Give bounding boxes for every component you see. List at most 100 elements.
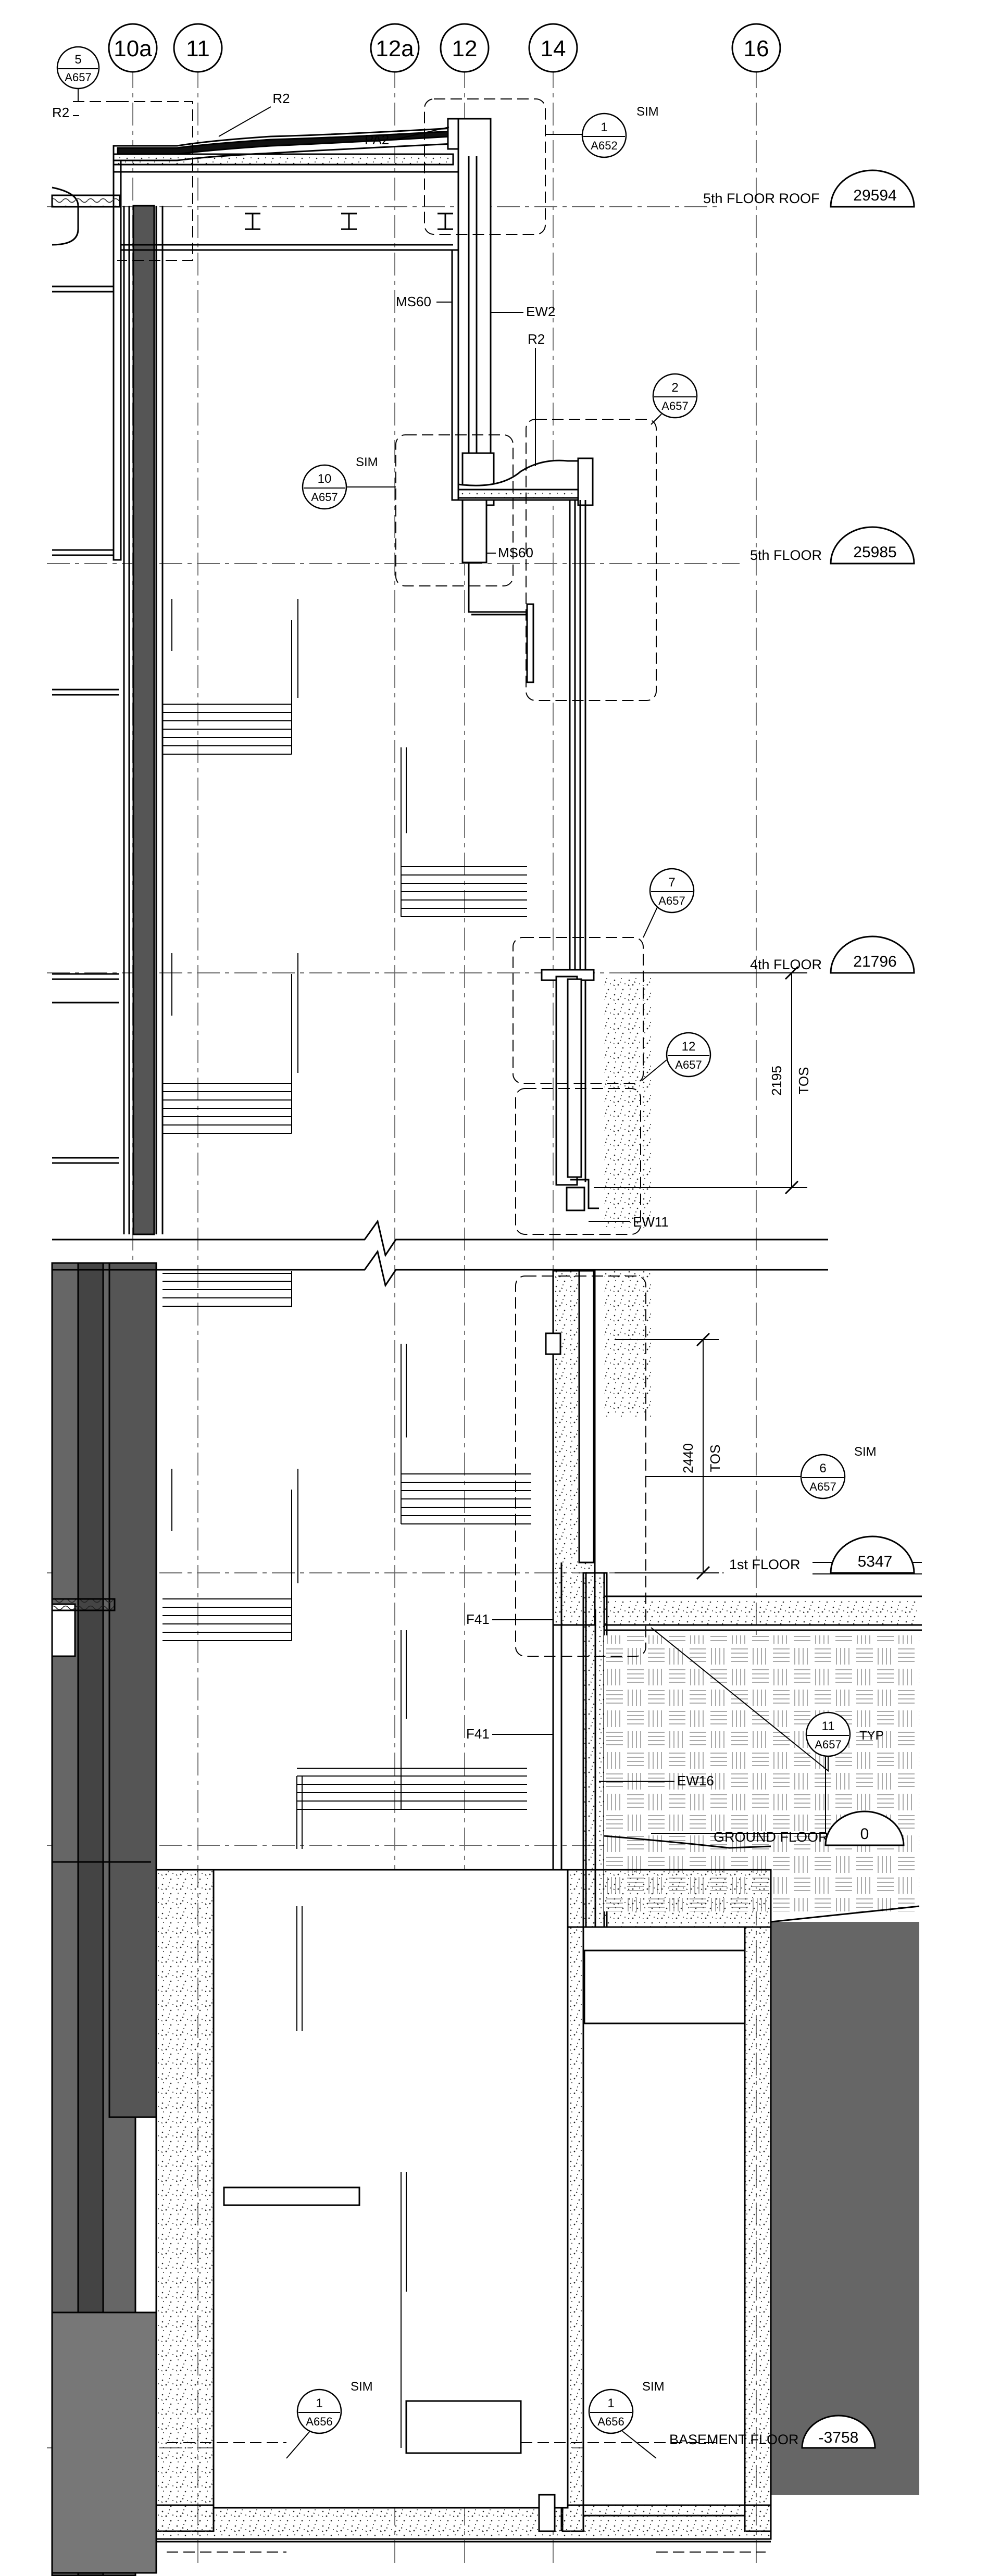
dimension-lower: 2440 TOS	[615, 1332, 723, 1580]
stair-rail-1	[162, 599, 298, 755]
callout-number: 2	[671, 381, 678, 395]
callout-11-a657[interactable]: 11 A657 TYP	[651, 1622, 884, 1854]
level-elevation: 25985	[853, 544, 896, 561]
grid-label: 14	[541, 36, 566, 61]
grid-bubble-12[interactable]: 12	[440, 23, 490, 73]
fourth-floor-slab	[541, 969, 651, 1228]
break-line	[52, 1219, 828, 1287]
interior-fixtures	[162, 599, 531, 2448]
dimension-upper: 2195 TOS	[594, 966, 811, 1195]
callout-number: 1	[607, 2396, 614, 2410]
stair-rail-6	[162, 1469, 298, 1641]
level-marker-roof[interactable]: 5th FLOOR ROOF 29594	[703, 169, 915, 208]
level-name: 5th FLOOR	[750, 547, 822, 563]
stair-rail-3	[162, 953, 298, 1134]
level-marker-basement[interactable]: BASEMENT FLOOR -3758	[669, 2415, 876, 2449]
level-marker-first[interactable]: 1st FLOOR 5347	[729, 1535, 915, 1574]
tag-ms60-upper[interactable]: MS60	[396, 294, 452, 309]
grid-bubble-11[interactable]: 11	[173, 23, 223, 73]
svg-text:PA2: PA2	[365, 132, 389, 147]
callout-number: 7	[668, 876, 675, 890]
svg-text:EW2: EW2	[526, 304, 555, 319]
grid-bubble-12a[interactable]: 12a	[370, 23, 420, 73]
grid-label: 12	[452, 36, 478, 61]
callout-number: 12	[682, 1040, 696, 1054]
callout-note: SIM	[854, 1445, 877, 1459]
tag-ms60-lower[interactable]: MS60	[486, 545, 533, 560]
ew2-wall	[451, 118, 495, 506]
callout-sheet: A657	[65, 71, 91, 84]
callout-6-a657[interactable]: 6 A657 SIM	[646, 1445, 877, 1499]
callout-sheet: A657	[661, 399, 688, 412]
level-marker-fifth[interactable]: 5th FLOOR 25985	[750, 526, 915, 565]
grid-bubbles: 10a 11 12a 12 14 16	[108, 23, 781, 73]
tag-r2-left[interactable]: R2	[52, 105, 79, 120]
material-tags: R2 R2 PA2 MS60 EW2 R2 MS60 EW11	[52, 91, 714, 1789]
callout-note: TYP	[859, 1729, 884, 1743]
callout-number: 11	[822, 1719, 835, 1733]
callout-number: 5	[74, 53, 81, 67]
callout-note: SIM	[636, 105, 659, 119]
callout-5-a657[interactable]: 5 A657	[56, 46, 100, 102]
callout-note: SIM	[351, 2380, 373, 2394]
tag-f41-lower[interactable]: F41	[466, 1726, 553, 1742]
left-wall-lower	[51, 1262, 157, 2576]
svg-text:F41: F41	[466, 1726, 490, 1742]
dimension-note: TOS	[796, 1067, 811, 1095]
callout-sheet: A657	[675, 1058, 702, 1071]
svg-text:R2: R2	[272, 91, 290, 106]
svg-text:EW16: EW16	[677, 1773, 714, 1789]
callout-7-a657[interactable]: 7 A657	[643, 868, 695, 938]
ground-soil	[604, 1562, 922, 2495]
tag-r2-mid[interactable]: R2	[528, 331, 545, 466]
svg-text:MS60: MS60	[396, 294, 431, 309]
tag-ew16[interactable]: EW16	[599, 1773, 714, 1789]
grid-bubble-10a[interactable]: 10a	[108, 23, 158, 73]
tag-r2-top[interactable]: R2	[218, 91, 290, 137]
callout-12-a657[interactable]: 12 A657	[641, 1032, 711, 1081]
grid-label: 12a	[376, 36, 414, 61]
tag-pa2[interactable]: PA2	[365, 127, 449, 147]
level-name: BASEMENT FLOOR	[669, 2432, 799, 2447]
svg-text:MS60: MS60	[498, 545, 533, 560]
callout-sheet: A657	[809, 1480, 836, 1493]
level-name: GROUND FLOOR	[714, 1829, 829, 1845]
level-marker-ground[interactable]: GROUND FLOOR 0	[714, 1810, 905, 1846]
callout-note: SIM	[356, 455, 378, 469]
stair-rail-9	[296, 1906, 407, 2448]
callout-10-a657[interactable]: 10 A657 SIM	[302, 455, 396, 510]
callout-2-a657[interactable]: 2 A657	[651, 373, 698, 425]
grid-bubble-14[interactable]: 14	[528, 23, 578, 73]
callout-number: 1	[316, 2396, 322, 2410]
callout-note: SIM	[642, 2380, 665, 2394]
callout-sheet: A657	[815, 1738, 841, 1751]
callout-11-leader	[651, 1627, 829, 1772]
tag-f41-upper[interactable]: F41	[466, 1611, 553, 1627]
dimension-note: TOS	[707, 1445, 723, 1472]
grid-label: 11	[186, 36, 210, 61]
left-edge-details	[51, 186, 121, 1611]
level-elevation: 5347	[858, 1553, 893, 1570]
level-name: 1st FLOOR	[729, 1557, 801, 1572]
level-marker-fourth[interactable]: 4th FLOOR 21796	[750, 935, 915, 974]
svg-text:R2: R2	[52, 105, 69, 120]
svg-text:R2: R2	[528, 331, 545, 347]
tag-ew2[interactable]: EW2	[491, 304, 555, 319]
dimension-value: 2440	[680, 1443, 696, 1473]
tag-ew11[interactable]: EW11	[589, 1214, 669, 1230]
callout-sheet: A657	[311, 491, 338, 504]
grid-bubble-16[interactable]: 16	[731, 23, 781, 73]
callout-number: 1	[601, 120, 607, 134]
stair-rail-4	[162, 1271, 292, 1307]
callout-number: 6	[819, 1461, 826, 1475]
stair-rail-2	[401, 747, 527, 917]
level-elevation: 0	[860, 1825, 869, 1843]
callout-1-a656-left[interactable]: 1 A656 SIM	[286, 2380, 373, 2459]
callout-1-a656-right[interactable]: 1 A656 SIM	[588, 2380, 665, 2459]
callout-1-a652[interactable]: 1 A652 SIM	[545, 105, 659, 158]
level-name: 4th FLOOR	[750, 957, 822, 972]
level-name: 5th FLOOR ROOF	[703, 191, 820, 206]
grid-label: 10a	[114, 36, 152, 61]
stair-rail-8	[296, 1776, 303, 1849]
